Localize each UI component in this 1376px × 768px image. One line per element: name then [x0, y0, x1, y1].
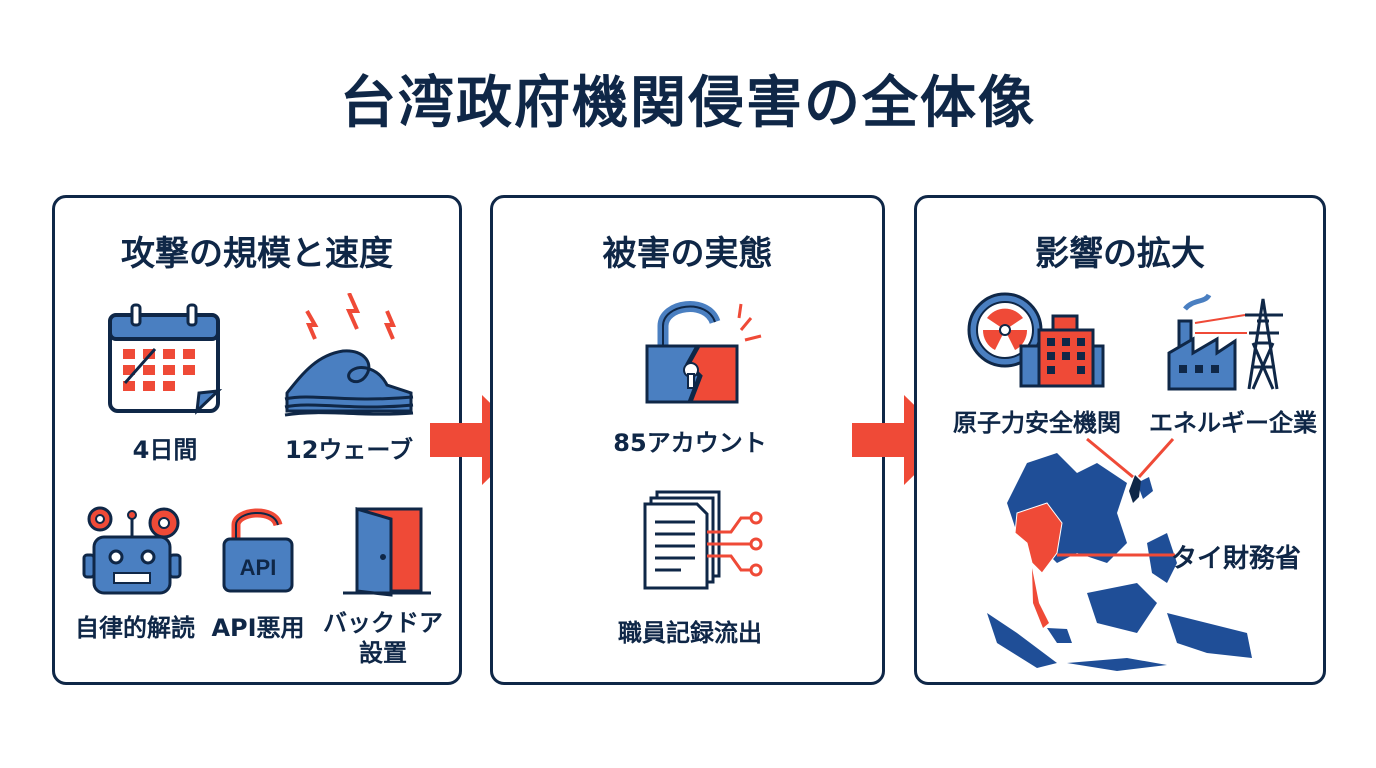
panel-title: 影響の拡大 [1035, 234, 1205, 274]
southeast-asia-map-icon [987, 453, 1252, 671]
broken-lock-icon [645, 301, 762, 404]
panel-attack-scale: 攻撃の規模と速度 4日間 12ウェーブ [52, 195, 462, 685]
api-lock-icon: API [222, 508, 294, 593]
taiwan-marker-icon [1129, 475, 1141, 503]
item-label: 12ウェーブ [285, 436, 413, 464]
item-label: エネルギー企業 [1149, 409, 1317, 437]
panel-spread: 影響の拡大 原子力安全機関 エネルギー企業 [914, 195, 1326, 685]
factory-power-icon [1167, 293, 1283, 391]
documents-leak-icon [643, 490, 763, 590]
item-label: 4日間 [132, 436, 198, 464]
item-label: タイ財務省 [1171, 544, 1302, 574]
wave-lightning-icon [284, 293, 414, 417]
svg-text:API: API [240, 555, 277, 580]
panel-title: 被害の実態 [602, 234, 773, 274]
item-label: 職員記録流出 [618, 619, 762, 647]
page-title: 台湾政府機関侵害の全体像 [340, 71, 1036, 136]
robot-gear-icon [82, 506, 182, 595]
thailand-connector-line [1057, 553, 1175, 557]
connector-lines [1086, 437, 1175, 479]
item-label: 自律的解読 [75, 614, 195, 642]
item-label: API悪用 [211, 614, 305, 642]
open-door-icon [343, 506, 431, 597]
item-label: 85アカウント [613, 429, 767, 457]
panel-damage: 被害の実態 85アカウント 職員記録流出 [490, 195, 885, 685]
calendar-icon [108, 303, 223, 415]
item-label: バックドア設置 [323, 609, 443, 667]
item-label: 原子力安全機関 [953, 409, 1121, 437]
panel-title: 攻撃の規模と速度 [121, 234, 393, 274]
nuclear-building-icon [967, 292, 1105, 388]
